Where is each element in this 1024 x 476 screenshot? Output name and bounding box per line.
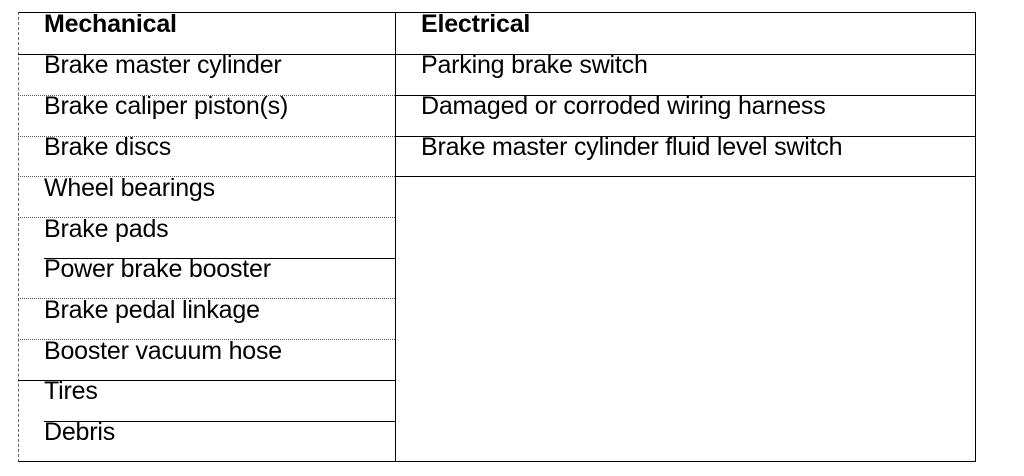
- row-divider: [18, 339, 395, 340]
- row-divider: [44, 258, 395, 259]
- mechanical-item: Power brake booster: [44, 255, 271, 283]
- header-row-divider: [18, 54, 976, 55]
- row-divider: [18, 380, 395, 381]
- mechanical-item: Tires: [44, 377, 98, 405]
- electrical-item: Parking brake switch: [421, 51, 648, 79]
- row-divider: [18, 176, 395, 177]
- column-divider: [395, 12, 396, 462]
- header-electrical: Electrical: [421, 10, 531, 38]
- row-divider: [44, 421, 395, 422]
- mechanical-item: Booster vacuum hose: [44, 337, 282, 365]
- mechanical-item: Brake pads: [44, 215, 169, 243]
- row-divider: [18, 136, 395, 137]
- electrical-item: Damaged or corroded wiring harness: [421, 92, 826, 120]
- parts-table: [18, 12, 976, 462]
- mechanical-item: Brake pedal linkage: [44, 296, 260, 324]
- mechanical-item: Brake caliper piston(s): [44, 92, 289, 120]
- row-divider: [395, 176, 976, 177]
- mechanical-item: Debris: [44, 418, 116, 446]
- row-divider: [395, 95, 976, 96]
- mechanical-item: Brake master cylinder: [44, 51, 282, 79]
- row-divider: [18, 217, 395, 218]
- electrical-item: Brake master cylinder fluid level switch: [421, 133, 843, 161]
- row-divider: [18, 95, 395, 96]
- row-divider: [395, 136, 976, 137]
- row-divider: [18, 298, 395, 299]
- header-mechanical: Mechanical: [44, 10, 177, 38]
- mechanical-item: Brake discs: [44, 133, 172, 161]
- mechanical-item: Wheel bearings: [44, 174, 215, 202]
